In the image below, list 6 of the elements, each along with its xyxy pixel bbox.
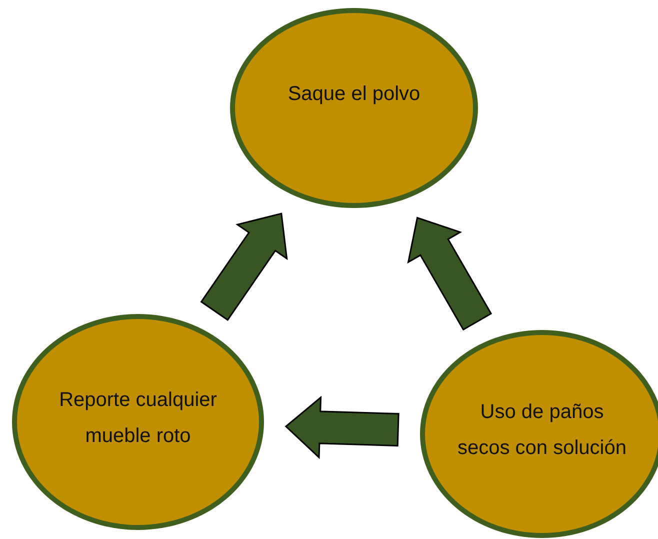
node-label: Reporte cualquier mueble roto (58, 388, 218, 449)
block-arrow (200, 212, 288, 321)
block-arrow (284, 396, 400, 460)
node-label: Saque el polvo (286, 82, 422, 107)
block-arrow (407, 216, 492, 331)
node-label: Uso de paños secos con solución (457, 400, 627, 461)
